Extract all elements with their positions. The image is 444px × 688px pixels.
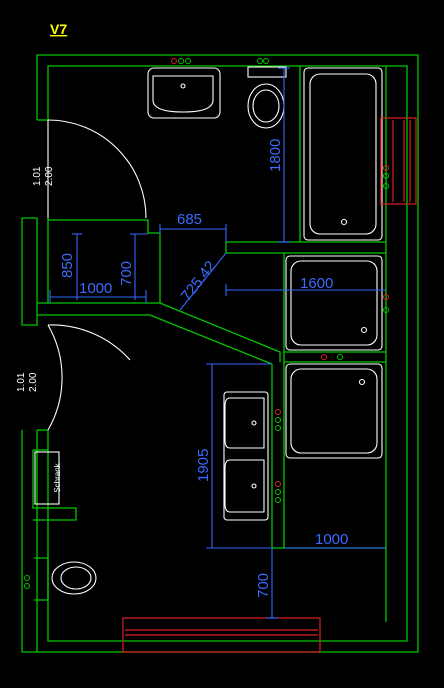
door-label-upper: 1.01 2.00 xyxy=(32,166,55,186)
dim-725: 725.42 xyxy=(178,258,220,305)
shower-tray-lower xyxy=(285,363,383,459)
shower-tray-upper xyxy=(285,255,383,351)
wc-bottom xyxy=(51,561,97,595)
radiator-right xyxy=(380,117,417,205)
dim-1600: 1600 xyxy=(300,275,333,292)
cabinet: Schrank xyxy=(34,451,62,505)
door-swings xyxy=(47,119,147,431)
dim-700-upper: 700 xyxy=(118,261,135,286)
svg-text:1.01: 1.01 xyxy=(16,372,27,392)
dim-1000-upper: 1000 xyxy=(79,280,112,297)
dim-685: 685 xyxy=(177,211,202,228)
svg-text:2.00: 2.00 xyxy=(44,166,55,186)
dim-700-lower: 700 xyxy=(255,573,272,598)
dim-1000-lower: 1000 xyxy=(315,531,348,548)
dim-1800: 1800 xyxy=(267,139,284,172)
radiator-bottom xyxy=(122,617,321,653)
tap-markers xyxy=(24,58,389,589)
washbasin-top xyxy=(147,67,221,119)
dim-1905: 1905 xyxy=(195,449,212,482)
double-washbasin xyxy=(223,391,269,521)
svg-text:1.01: 1.01 xyxy=(32,166,43,186)
cabinet-label: Schrank xyxy=(53,462,62,492)
dim-850: 850 xyxy=(59,253,76,278)
drawing-title: V7 xyxy=(50,21,67,37)
svg-text:2.00: 2.00 xyxy=(28,372,39,392)
dimension-lines xyxy=(49,67,386,619)
door-label-lower: 1.01 2.00 xyxy=(16,372,39,392)
bathtub xyxy=(303,67,383,241)
outer-walls xyxy=(21,54,419,653)
wc-top xyxy=(247,66,287,129)
